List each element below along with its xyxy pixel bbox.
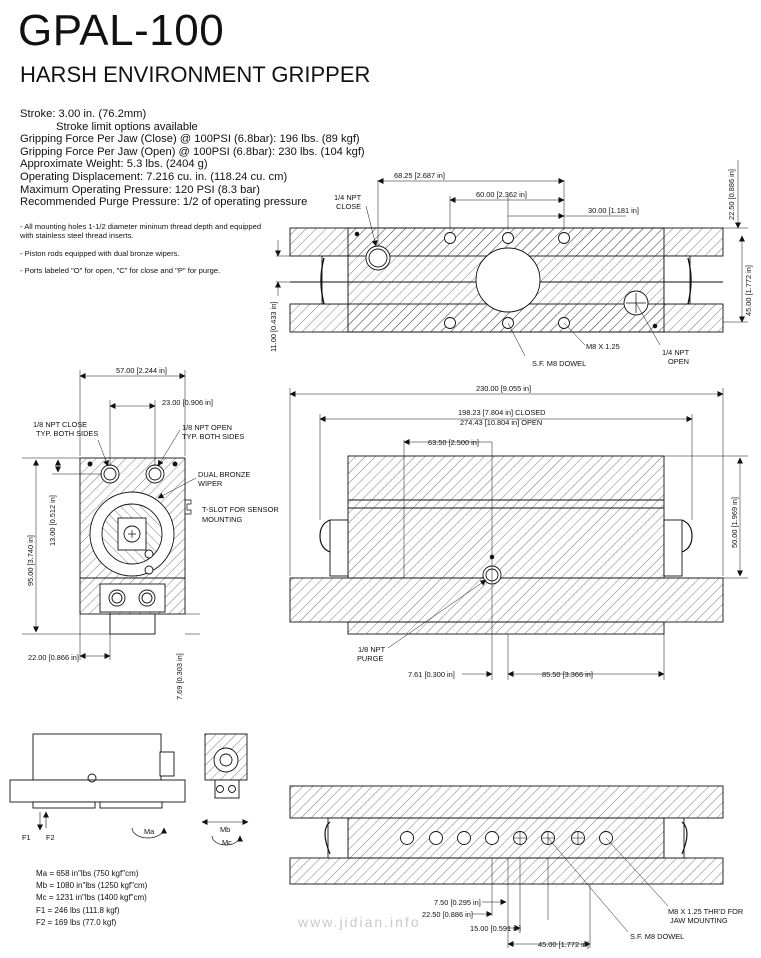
end-view-port [108, 589, 126, 607]
dim-761: 7.61 [0.300 in] [408, 670, 455, 679]
side-view-right-jaw [663, 519, 683, 577]
label-purge-2: PURGE [357, 654, 383, 663]
moment-list: Ma = 658 in"lbs (750 kgf"cm) Mb = 1080 i… [36, 868, 147, 929]
label-mc: Mc [222, 838, 232, 847]
label-npt-open-2: OPEN [668, 357, 689, 366]
bottom-view-hole [457, 831, 471, 845]
label-f1: F1 [22, 833, 31, 842]
side-view-left-jaw [329, 519, 349, 577]
note-line: - All mounting holes 1-1/2 diameter mini… [20, 222, 262, 241]
dim-855: 85.50 [3.366 in] [542, 670, 593, 679]
dim-75: 7.50 [0.295 in] [434, 898, 481, 907]
dim-60: 60.00 [2.362 in] [476, 190, 527, 199]
label-npt-open: 1/4 NPT [662, 348, 690, 357]
spec-list: Stroke: 3.00 in. (76.2mm) Stroke limit o… [20, 108, 365, 209]
dim-68: 68.25 [2.687 in] [394, 171, 445, 180]
spec-line: Stroke limit options available [56, 120, 198, 133]
label-end-open-2: TYP. BOTH SIDES [182, 432, 244, 441]
bottom-view-lower-plate [289, 857, 724, 885]
label-ma: Ma [144, 827, 155, 836]
moment-line: F2 = 169 lbs (77.0 kgf) [36, 917, 117, 927]
label-m8: M8 X 1.25 [586, 342, 620, 351]
note-line: - Ports labeled "O" for open, "C" for cl… [20, 266, 221, 276]
label-m8-thread-2: JAW MOUNTING [670, 916, 728, 925]
dim-769: 7.69 [0.303 in] [175, 653, 184, 700]
spec-line: Maximum Operating Pressure: 120 PSI (8.3… [20, 183, 261, 196]
dim-45-bottom: 45.00 [1.772 in] [538, 940, 589, 949]
label-tslot-2: MOUNTING [202, 515, 242, 524]
dim-23: 23.00 [0.906 in] [162, 398, 213, 407]
load-diagram [9, 733, 249, 846]
dim-635: 63.50 [2.500 in] [428, 438, 479, 447]
label-end-close-2: TYP. BOTH SIDES [36, 429, 98, 438]
bottom-view-hole [429, 831, 443, 845]
bottom-view [289, 785, 724, 948]
dim-22-end: 22.00 [0.866 in] [28, 653, 79, 662]
bottom-view-center [347, 817, 665, 859]
dim-274: 274.43 [10.804 in] OPEN [460, 418, 542, 427]
dim-13: 13.00 [0.512 in] [48, 495, 57, 546]
label-purge: 1/8 NPT [358, 645, 386, 654]
dim-30: 30.00 [1.181 in] [588, 206, 639, 215]
spec-line: Gripping Force Per Jaw (Open) @ 100PSI (… [20, 145, 365, 158]
bottom-view-hole [400, 831, 414, 845]
label-end-open: 1/8 NPT OPEN [182, 423, 232, 432]
dim-50: 50.00 [1.969 in] [730, 497, 739, 548]
dim-225: 22.50 [0.886 in] [422, 910, 473, 919]
product-title: GPAL-100 [18, 6, 225, 55]
end-view [22, 370, 200, 660]
top-view-piston-bore [475, 247, 541, 313]
label-tslot: T-SLOT FOR SENSOR [202, 505, 279, 514]
spec-line: Operating Displacement: 7.216 cu. in. (1… [20, 170, 288, 183]
label-wiper: DUAL BRONZE [198, 470, 250, 479]
top-view-close-port [365, 245, 391, 271]
label-npt-close: 1/4 NPT [334, 193, 362, 202]
dim-95: 95.00 [3.740 in] [26, 535, 35, 586]
product-subtitle: HARSH ENVIRONMENT GRIPPER [20, 62, 371, 87]
top-view-mount-hole [558, 232, 570, 244]
dim-57: 57.00 [2.244 in] [116, 366, 167, 375]
label-end-close: 1/8 NPT CLOSE [33, 420, 87, 429]
dim-22-top: 22.50 [0.886 in] [727, 169, 736, 220]
moment-line: Mb = 1080 in"lbs (1250 kgf"cm) [36, 881, 148, 891]
dim-11: 11.00 [0.433 in] [269, 302, 278, 352]
top-view-left-jaw [321, 255, 349, 305]
label-npt-close-2: CLOSE [336, 202, 361, 211]
side-view-base [289, 577, 724, 623]
label-mb: Mb [220, 825, 230, 834]
top-view [275, 160, 748, 357]
dim-15: 15.00 [0.591 in] [470, 924, 521, 933]
moment-line: Mc = 1231 in"lbs (1400 kgf"cm) [36, 893, 147, 903]
label-m8-thread: M8 X 1.25 THR'D FOR [668, 907, 743, 916]
top-view-mount-hole [444, 317, 456, 329]
dim-45-top: 45.00 [1.772 in] [744, 265, 753, 316]
spec-line: Approximate Weight: 5.3 lbs. (2404 g) [20, 158, 208, 171]
side-view-body [347, 455, 665, 579]
label-wiper-2: WIPER [198, 479, 222, 488]
side-view [289, 388, 748, 680]
spec-line: Recommended Purge Pressure: 1/2 of opera… [20, 196, 308, 209]
moment-line: Ma = 658 in"lbs (750 kgf"cm) [36, 869, 139, 878]
bottom-view-hole [485, 831, 499, 845]
top-view-mount-hole [502, 232, 514, 244]
watermark: www.jidian.info [298, 914, 421, 930]
notes-list: - All mounting holes 1-1/2 diameter mini… [20, 222, 270, 284]
spec-line: Gripping Force Per Jaw (Close) @ 100PSI … [20, 133, 360, 146]
top-view-right-jaw [663, 255, 691, 305]
note-line: - Piston rods equipped with dual bronze … [20, 248, 180, 258]
end-view-port [138, 589, 156, 607]
label-f2: F2 [46, 833, 55, 842]
top-view-mount-hole [444, 232, 456, 244]
moment-line: F1 = 246 lbs (111.8 kgf) [36, 905, 120, 915]
load-diagram-body [32, 733, 162, 781]
end-view-jaw [109, 613, 156, 635]
dim-198: 198.23 [7.804 in] CLOSED [458, 408, 546, 417]
label-dowel-top: S.F. M8 DOWEL [532, 359, 586, 368]
dim-230: 230.00 [9.055 in] [476, 384, 531, 393]
spec-line: Stroke: 3.00 in. (76.2mm) [20, 108, 147, 120]
bottom-view-upper-plate [289, 785, 724, 819]
label-dowel-bottom: S.F. M8 DOWEL [630, 932, 684, 941]
